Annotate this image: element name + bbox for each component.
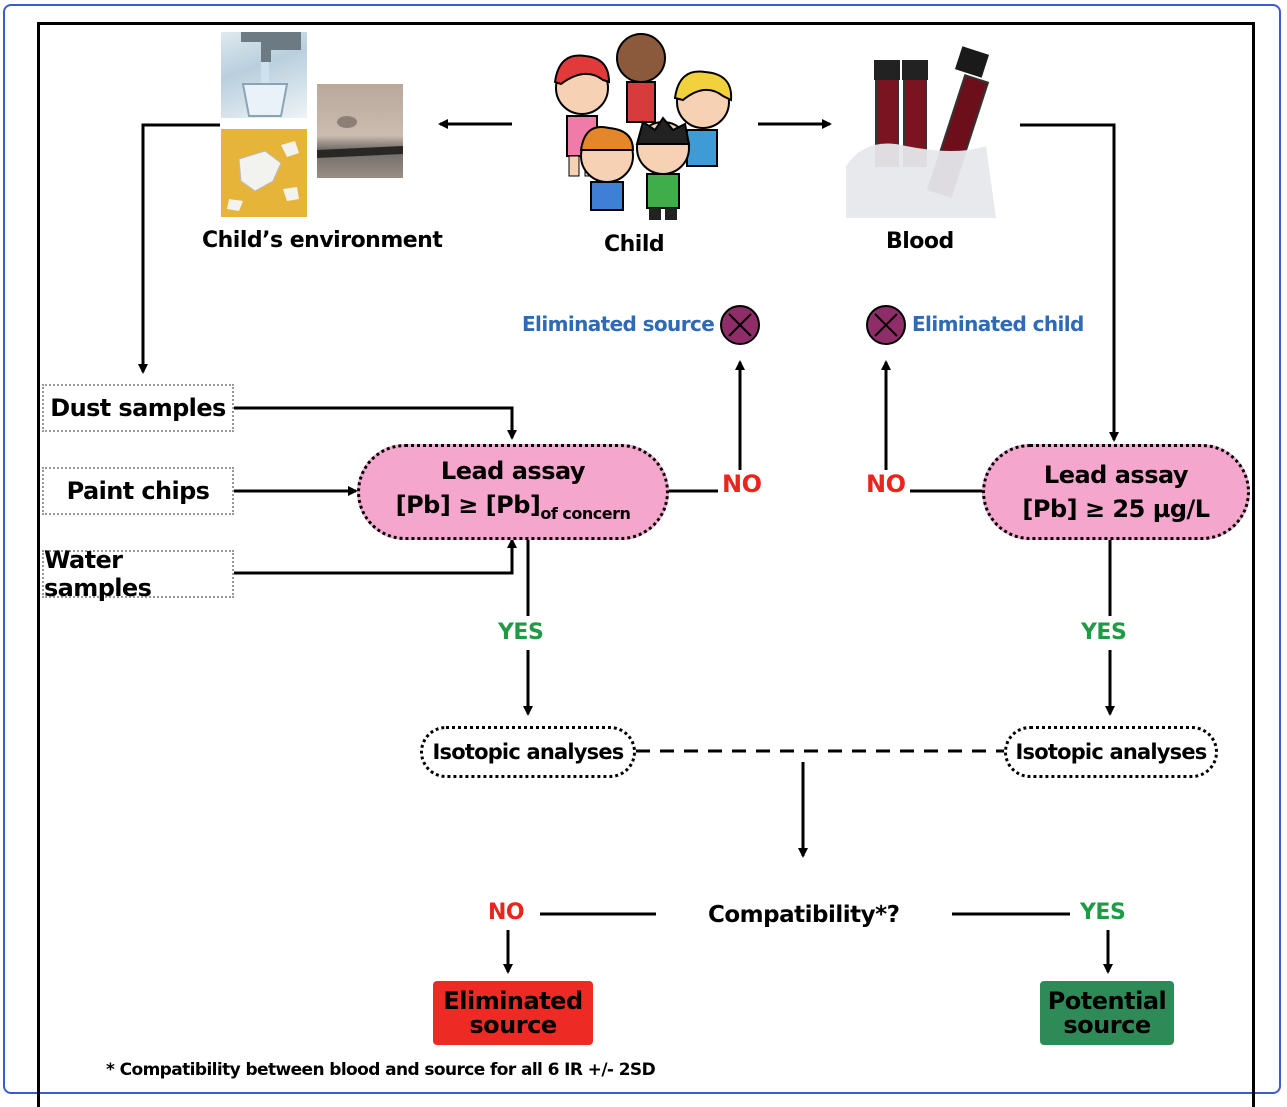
eliminated-source-box-line1: Eliminated [443,987,583,1015]
blood-tubes-icon [846,46,996,218]
source-assay-formula-main: [Pb] ≥ [Pb] [395,490,541,519]
blood-assay-title: Lead assay [1043,461,1189,489]
isotopic-analyses-source: Isotopic analyses [420,726,636,778]
diagram-frame [37,22,1255,1107]
dust-floor-image [317,84,403,178]
source-assay-formula-sub: of concern [540,503,631,523]
eliminated-source-box: Eliminated source [433,981,593,1045]
water-samples-box: Water samples [42,546,234,602]
compatibility-question: Compatibility*? [708,902,900,928]
yes-label-blood: YES [1081,620,1127,645]
figure-frame [3,4,1281,1094]
source-lead-assay: Lead assay [Pb] ≥ [Pb]of concern [357,444,669,540]
blood-assay-formula: [Pb] ≥ 25 µg/L [1022,495,1210,523]
arrow-water-to-assay [234,538,517,575]
paint-chips-icon [227,141,299,211]
paint-chips-image [221,129,307,217]
cross-icon [728,313,752,337]
no-label-compatibility: NO [488,900,525,925]
arrow-environment-to-samples [138,123,220,374]
eliminated-source-label: Eliminated source [522,312,715,336]
footnote: * Compatibility between blood and source… [106,1060,656,1080]
arrow-dust-to-assay [234,406,517,440]
blood-lead-assay: Lead assay [Pb] ≥ 25 µg/L [982,444,1250,540]
source-assay-title: Lead assay [440,456,586,485]
blood-label: Blood [886,229,954,254]
no-label-blood: NO [866,470,906,498]
no-label-source: NO [722,470,762,498]
children-icon [553,33,733,220]
potential-source-box: Potential source [1040,981,1174,1045]
dust-samples-box: Dust samples [42,384,234,432]
source-assay-formula: [Pb] ≥ [Pb]of concern [396,488,631,531]
eliminated-source-box-line2: source [469,1011,557,1039]
dust-icon [317,116,403,158]
child-label: Child [604,232,665,257]
children-image [545,26,740,222]
eliminated-child-label: Eliminated child [912,312,1084,336]
yes-label-source: YES [498,620,544,645]
tap-water-icon [241,32,301,117]
tap-water-image [221,32,307,118]
eliminated-child-marker [866,305,906,345]
isotopic-analyses-blood: Isotopic analyses [1004,726,1218,778]
arrow-blood-to-assay [1020,123,1119,442]
potential-source-box-line1: Potential [1047,987,1167,1015]
blood-tubes-image [846,46,1008,218]
cross-icon [874,313,898,337]
yes-label-compatibility: YES [1080,900,1126,925]
eliminated-source-marker [720,305,760,345]
environment-label: Child’s environment [202,228,443,253]
potential-source-box-line2: source [1063,1011,1151,1039]
paint-chips-box: Paint chips [42,467,234,515]
